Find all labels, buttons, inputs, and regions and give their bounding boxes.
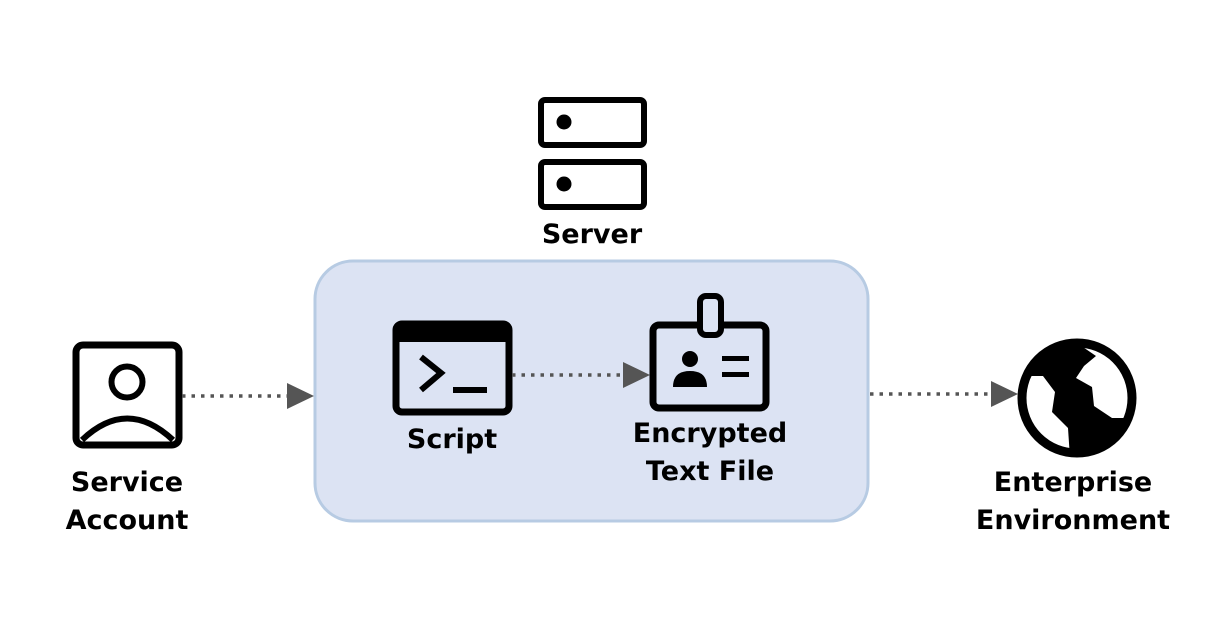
service-account-label: Service Account (65, 467, 189, 536)
connector-script-to-file (512, 362, 650, 388)
server-label: Server (541, 219, 643, 250)
encrypted-file-label: Encrypted Text File (632, 418, 788, 487)
script-label: Script (406, 424, 498, 455)
user-portrait-icon (72, 341, 183, 449)
server-icon (538, 97, 647, 210)
connector-service-to-server (182, 383, 314, 409)
enterprise-label: Enterprise Environment (975, 467, 1171, 536)
id-badge-icon (649, 293, 770, 412)
connector-server-to-enterprise (870, 381, 1018, 407)
globe-icon (1017, 338, 1137, 458)
terminal-icon (392, 320, 513, 416)
